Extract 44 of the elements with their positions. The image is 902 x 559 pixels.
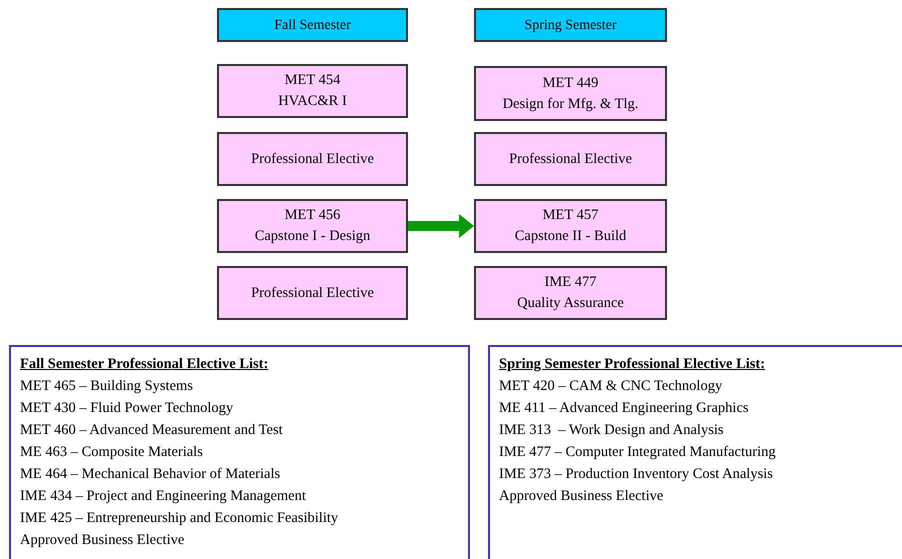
course-code: Professional Elective (251, 284, 374, 302)
list-item: Approved Business Elective (20, 531, 184, 550)
list-item: ME 464 – Mechanical Behavior of Materials (20, 465, 280, 484)
list-item: MET 430 – Fluid Power Technology (20, 399, 234, 418)
list-item: ME 411 – Advanced Engineering Graphics (499, 399, 749, 418)
list-heading: Spring Semester Professional Elective List: (499, 355, 766, 374)
course-code: IME 477 (544, 273, 596, 292)
course-title: Design for Mfg. & Tlg. (502, 94, 638, 114)
course-title: HVAC&R I (278, 92, 347, 111)
header-text: Fall Semester (274, 16, 351, 34)
course-box (474, 266, 667, 320)
course-box (217, 64, 408, 118)
list-item: IME 373 – Production Inventory Cost Analysis (499, 465, 773, 484)
list-heading: Fall Semester Professional Elective List: (20, 355, 268, 374)
course-box (217, 266, 408, 320)
course-title: Capstone II - Build (514, 227, 626, 246)
course-code: MET 454 (284, 71, 340, 90)
arrow (408, 214, 474, 238)
list-item: MET 465 – Building Systems (20, 377, 193, 396)
list-item: MET 460 – Advanced Measurement and Test (20, 421, 283, 440)
course-code: MET 456 (284, 206, 340, 225)
elective-list-panel (9, 345, 470, 559)
list-item: IME 313 – Work Design and Analysis (499, 421, 724, 440)
course-box (474, 199, 667, 253)
list-item: MET 420 – CAM & CNC Technology (499, 377, 722, 396)
course-box (217, 199, 408, 253)
course-box (474, 66, 667, 121)
course-code: Professional Elective (509, 150, 632, 168)
course-title: Capstone I - Design (254, 227, 370, 246)
course-code: MET 457 (542, 206, 598, 225)
semester-header (217, 8, 408, 42)
header-text: Spring Semester (524, 16, 617, 34)
course-box (474, 132, 667, 186)
elective-list-panel (488, 345, 902, 559)
list-item: IME 477 – Computer Integrated Manufacturing (499, 443, 776, 462)
list-item: IME 434 – Project and Engineering Management (20, 487, 306, 506)
course-box (217, 132, 408, 186)
list-item: ME 463 – Composite Materials (20, 443, 203, 462)
course-title: Quality Assurance (517, 294, 624, 313)
list-item: IME 425 – Entrepreneurship and Economic Feasibility (20, 509, 338, 528)
semester-header (474, 8, 667, 42)
list-item: Approved Business Elective (499, 487, 664, 506)
course-code: Professional Elective (251, 150, 374, 168)
course-code: MET 449 (542, 74, 598, 92)
